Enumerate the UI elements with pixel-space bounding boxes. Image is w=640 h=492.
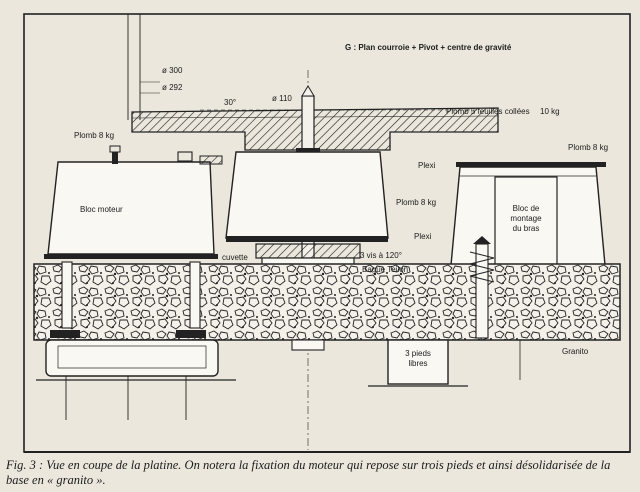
label-bloc-montage-1: Bloc de — [513, 204, 540, 213]
motor-plinth — [36, 339, 236, 381]
label-plexi-top: Plexi — [418, 161, 436, 170]
caption-lead: Fig. 3 : — [6, 458, 44, 472]
cross-section-drawing: G : Plan courroie + Pivot + centre de gr… — [23, 13, 631, 453]
central-bearing-block — [225, 151, 389, 269]
label-d292: ø 292 — [162, 83, 183, 92]
label-plomb-8kg-center: Plomb 8 kg — [396, 198, 436, 207]
label-plomb-5-feuilles: Plomb 5 feuilles collées — [446, 107, 530, 116]
label-10kg: 10 kg — [540, 107, 560, 116]
label-d110: ø 110 — [272, 94, 292, 103]
label-3-pieds: 3 pieds — [405, 349, 431, 358]
motor-feet — [50, 261, 206, 338]
label-d300: ø 300 — [162, 66, 183, 75]
label-angle-30: 30° — [224, 98, 236, 107]
spindle-nut — [291, 339, 325, 351]
label-bague-teilon: Bague Teilon — [362, 265, 408, 274]
label-3-vis: 3 vis à 120° — [360, 251, 402, 260]
label-cuvette: cuvette — [222, 253, 248, 262]
label-bloc-montage-2: montage — [510, 214, 542, 223]
granite-base — [33, 263, 621, 341]
arm-bolt — [469, 236, 495, 339]
label-bloc-moteur: Bloc moteur — [80, 205, 123, 214]
plinth-tray — [131, 107, 499, 151]
label-plomb-8kg-left: Plomb 8 kg — [74, 131, 114, 140]
free-feet-block — [368, 339, 468, 387]
label-plexi-bottom: Plexi — [414, 232, 432, 241]
label-bloc-montage-3: du bras — [513, 224, 540, 233]
label-libres: libres — [408, 359, 427, 368]
figure-caption: Fig. 3 : Vue en coupe de la platine. On … — [6, 458, 634, 488]
label-plomb-8kg-right: Plomb 8 kg — [568, 143, 608, 152]
arm-mounting-block — [449, 162, 607, 277]
label-g-plan: G : Plan courroie + Pivot + centre de gr… — [345, 43, 512, 52]
caption-text: Vue en coupe de la platine. On notera la… — [6, 458, 611, 487]
label-granito: Granito — [562, 347, 589, 356]
motor-block — [44, 145, 223, 259]
